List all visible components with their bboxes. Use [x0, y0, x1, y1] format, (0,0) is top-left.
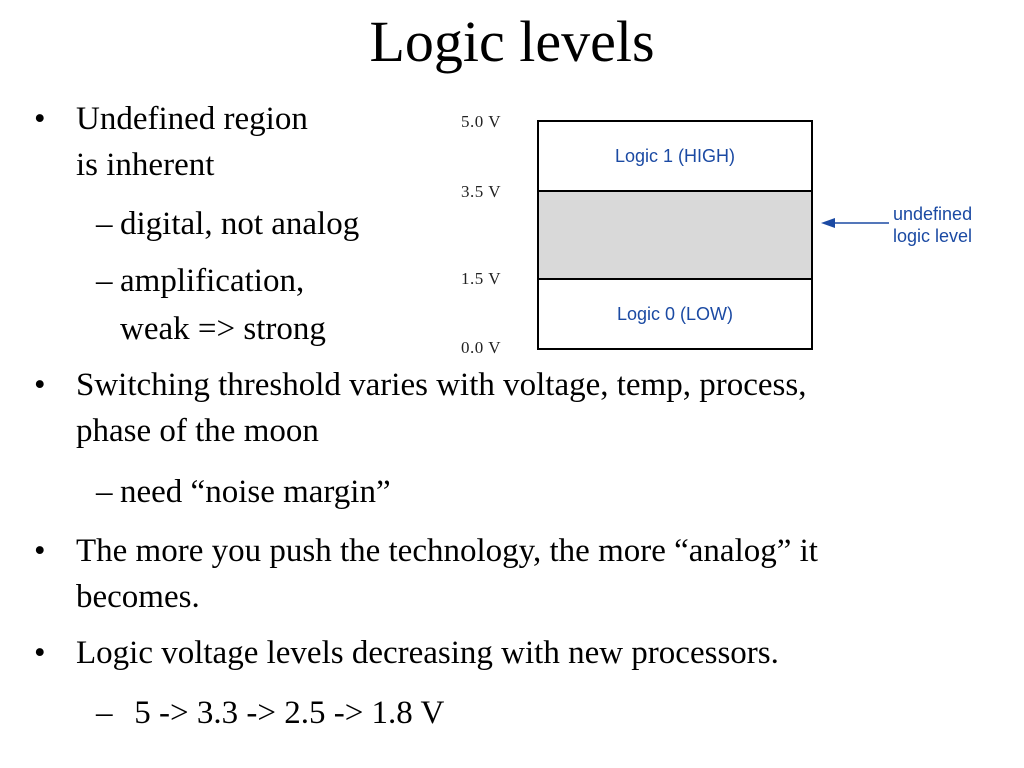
dash-marker: – — [96, 263, 113, 299]
bullet-text-line: becomes. — [76, 579, 200, 615]
bullet-item: • Undefined region is inherent — [34, 96, 308, 188]
undefined-zone — [537, 190, 813, 280]
voltage-label-3v5: 3.5 V — [461, 182, 501, 201]
logic-high-zone: Logic 1 (HIGH) — [537, 120, 813, 192]
bullet-marker: • — [34, 367, 46, 403]
sub-bullet-text: amplification, — [120, 263, 305, 299]
sub-bullet-text: 5 -> 3.3 -> 2.5 -> 1.8 V — [126, 695, 445, 731]
dash-marker: – — [96, 206, 113, 242]
bullet-item: • Logic voltage levels decreasing with n… — [34, 630, 779, 676]
bullet-text-line: is inherent — [76, 147, 215, 183]
bullet-marker: • — [34, 533, 46, 569]
sub-bullet-text: need “noise margin” — [120, 474, 391, 510]
bullet-text-line: Switching threshold varies with voltage,… — [76, 367, 807, 403]
bullet-marker: • — [34, 101, 46, 137]
bullet-text-line: The more you push the technology, the mo… — [76, 533, 818, 569]
bullet-item: • The more you push the technology, the … — [34, 528, 818, 620]
voltage-label-5v: 5.0 V — [461, 112, 501, 131]
bullet-text-line: phase of the moon — [76, 413, 319, 449]
sub-bullet-text: weak => strong — [120, 311, 326, 347]
bullet-item: • Switching threshold varies with voltag… — [34, 362, 807, 454]
voltage-label-0v: 0.0 V — [461, 338, 501, 357]
dash-marker: – — [96, 695, 113, 731]
logic-level-diagram: 5.0 V 3.5 V 1.5 V 0.0 V Logic 1 (HIGH) L… — [455, 110, 1015, 365]
logic-low-zone: Logic 0 (LOW) — [537, 278, 813, 350]
voltage-label-1v5: 1.5 V — [461, 269, 501, 288]
dash-marker: – — [96, 474, 113, 510]
bullet-text-line: Logic voltage levels decreasing with new… — [76, 635, 779, 671]
annotation-line: logic level — [893, 226, 973, 246]
bullet-text-line: Undefined region — [76, 101, 308, 137]
sub-bullet-text: digital, not analog — [120, 206, 360, 242]
undefined-annotation: undefined logic level — [893, 203, 972, 247]
bullet-marker: • — [34, 635, 46, 671]
slide-title: Logic levels — [369, 9, 655, 74]
arrow-left-icon — [821, 218, 889, 228]
annotation-line: undefined — [893, 204, 973, 224]
